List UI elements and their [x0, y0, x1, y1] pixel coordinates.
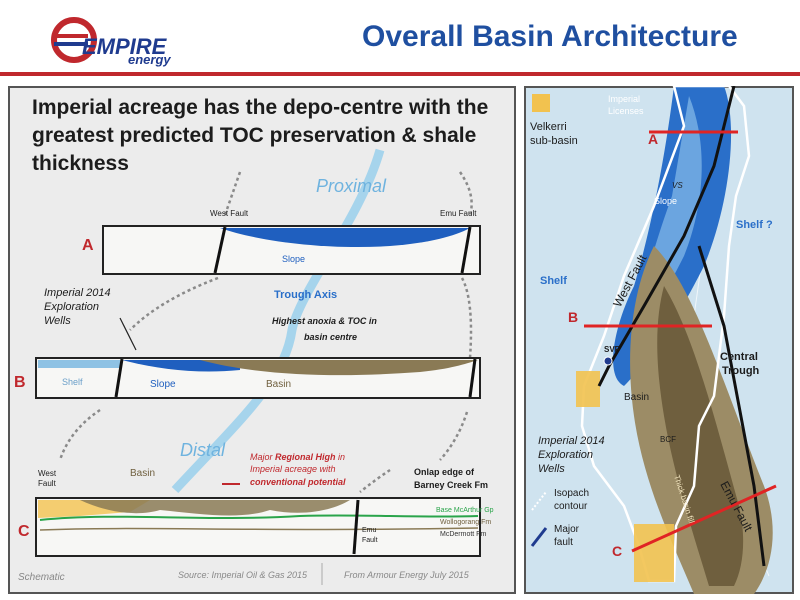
basin-map: Velkerri sub-basin Imperial Licenses A V…: [530, 86, 777, 594]
section-b-shelf-fill: [38, 360, 120, 368]
imperial-line1: Imperial: [608, 94, 640, 104]
major-line2: fault: [554, 537, 573, 548]
logo-subword: energy: [128, 52, 171, 67]
velkerri-legend-swatch: [532, 94, 550, 112]
west-fault-line: [597, 86, 736, 387]
map-central-line1: Central: [720, 351, 758, 363]
onlap-line1: Onlap edge of: [414, 467, 475, 477]
wells-line2: Exploration: [44, 301, 99, 313]
map-svf: SVF: [604, 345, 620, 354]
mcdermott-label: McDermott Fm: [440, 531, 486, 538]
section-c-green-line: [39, 514, 479, 521]
isopach-line1: Isopach: [554, 488, 589, 499]
map-section-c: [631, 484, 777, 553]
imperial-line2: Licenses: [608, 106, 644, 116]
map-wells-line1: Imperial 2014: [538, 435, 605, 447]
section-a-emu-fault: [460, 226, 472, 274]
map-bcf: BCF: [660, 435, 676, 444]
section-a-slope-fill: [220, 228, 470, 248]
map-slope: Slope: [654, 196, 677, 206]
section-c-emu-fault-2: Fault: [362, 537, 378, 544]
trough-axis-path: [171, 148, 385, 494]
proximal-label: Proximal: [316, 176, 387, 196]
section-a-slope-label: Slope: [282, 254, 305, 264]
section-c-basin-top: [80, 500, 350, 516]
license-patch-b: [576, 371, 600, 407]
section-a-label: A: [82, 237, 94, 254]
section-b-slope-label: Slope: [150, 379, 176, 390]
map-shelf: Shelf: [540, 275, 567, 287]
section-c-emu-fault: [352, 499, 360, 555]
schematic-label: Schematic: [18, 572, 65, 583]
section-b-label: B: [14, 374, 26, 391]
license-patch-c: [634, 524, 674, 582]
isopach-line2: contour: [554, 501, 588, 512]
section-c-west-fault-2: Fault: [38, 479, 57, 488]
anoxia-line1: Highest anoxia & TOC in: [272, 316, 377, 326]
regional-line2: Imperial acreage with: [250, 464, 336, 474]
section-c-brown-line: [39, 527, 479, 531]
slide-title: Overall Basin Architecture: [362, 20, 738, 53]
section-c-emu-fault-1: Emu: [362, 527, 377, 534]
trough-axis-label: Trough Axis: [274, 289, 337, 301]
velkerri-line1: Velkerri: [530, 121, 567, 133]
map-label-b: B: [568, 309, 578, 325]
regional-line3: conventional potential: [250, 477, 346, 487]
section-a-emu-fault-label: Emu Fault: [440, 209, 477, 218]
map-central-line2: Trough: [722, 365, 760, 377]
wells-line1: Imperial 2014: [44, 287, 111, 299]
section-b-west-fault: [114, 358, 124, 398]
base-mcarthur-label: Base McArthur Gp: [436, 507, 494, 514]
logo-wordmark: EMPIRE: [82, 34, 167, 59]
empire-logo-mark: [51, 17, 97, 63]
section-c-basin-top-label: Basin: [130, 468, 155, 479]
distal-label: Distal: [180, 440, 226, 460]
section-c-label: C: [18, 523, 30, 540]
map-label-a: A: [648, 131, 658, 147]
regional-line1-pre: Major: [250, 452, 275, 462]
section-a-west-fault-label: West Fault: [210, 209, 249, 218]
section-b-emu-fault: [468, 358, 477, 398]
velkerri-line2: sub-basin: [530, 135, 578, 147]
map-wells-line2: Exploration: [538, 449, 593, 461]
map-basin: Basin: [624, 392, 649, 403]
isopach-legend-line: [531, 491, 547, 511]
source-label: Source: Imperial Oil & Gas 2015: [178, 570, 308, 580]
cross-section-diagram: A West Fault Emu Fault Slope Proximal Tr…: [14, 148, 494, 585]
svf-well-dot: [603, 356, 613, 366]
section-b-shelf-label: Shelf: [62, 377, 83, 387]
header-divider: [0, 72, 800, 76]
map-shelf-q: Shelf ?: [736, 219, 773, 231]
anoxia-line2: basin centre: [304, 332, 357, 342]
dotted-connectors: [58, 171, 473, 493]
regional-line1-bold: Regional High: [275, 452, 336, 462]
major-line1: Major: [554, 524, 580, 535]
panel-headline: Imperial acreage has the depo-centre wit…: [32, 96, 489, 175]
section-c-west-fault-1: West: [38, 469, 57, 478]
section-a-west-fault: [213, 226, 227, 274]
armour-label: From Armour Energy July 2015: [344, 570, 470, 580]
regional-line1: Major Regional High in: [250, 452, 345, 462]
map-label-c: C: [612, 543, 622, 559]
map-vs: VS: [672, 181, 683, 190]
regional-line1-post: in: [336, 452, 346, 462]
wollogorang-label: Wollogorang Fm: [440, 519, 491, 526]
fault-legend-line: [530, 527, 548, 547]
onlap-line2: Barney Creek Fm: [414, 480, 488, 490]
section-b-basin-label: Basin: [266, 379, 291, 390]
section-b-basin-fill: [200, 360, 478, 376]
wells-line3: Wells: [44, 315, 71, 327]
emu-fault-line: [697, 245, 766, 567]
wells-arrow: [119, 317, 137, 351]
section-b-slope-fill: [122, 360, 240, 372]
map-wells-line3: Wells: [538, 463, 565, 475]
